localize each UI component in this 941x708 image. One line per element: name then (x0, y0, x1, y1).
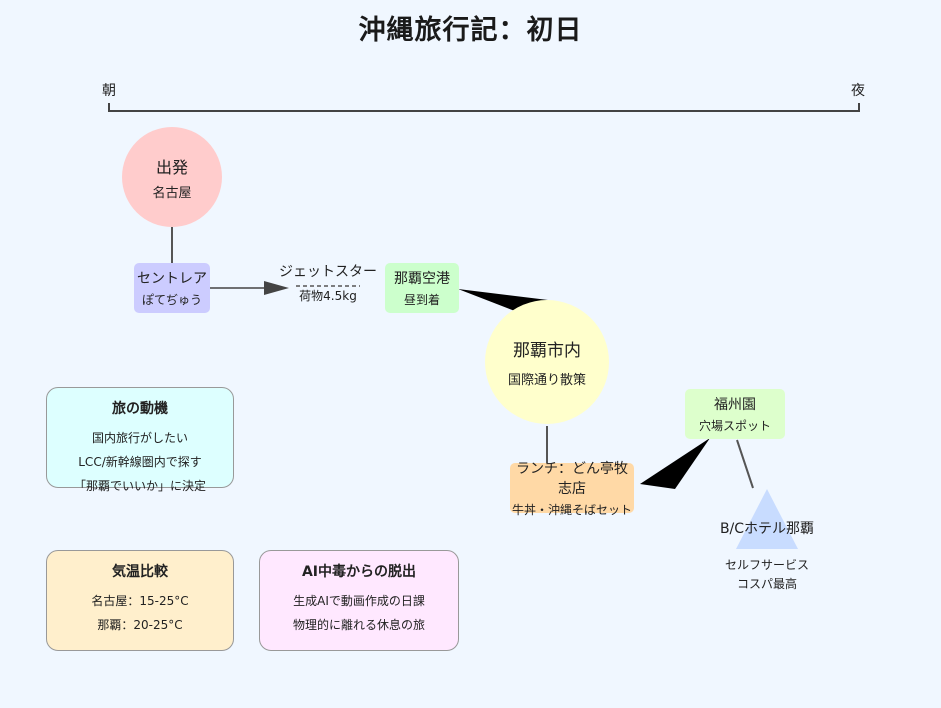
timeline-end-label: 夜 (851, 83, 865, 99)
arrowhead-jetstar (264, 281, 289, 295)
card-temperature: 気温比較 名古屋：15-25°C 那覇：20-25°C (46, 550, 234, 651)
card-motive-title: 旅の動機 (112, 401, 168, 417)
node-hotel-line2: コスパ最高 (736, 577, 797, 591)
node-naha-city-sub: 国際通り散策 (507, 373, 586, 388)
card-motive: 旅の動機 国内旅行がしたい LCC/新幹線圏内で探す 「那覇でいいか」に決定 (46, 387, 234, 493)
node-naha-airport: 那覇空港 昼到着 (385, 263, 459, 313)
card-motive-line: 国内旅行がしたい (91, 431, 188, 445)
node-centrair-title: セントレア (137, 271, 207, 287)
node-lunch: ランチ：どん亭牧志店 牛丼・沖縄そばセット (510, 461, 634, 517)
node-jetstar: ジェットスター 荷物4.5kg (270, 261, 386, 304)
node-fukushuen-sub: 穴場スポット (698, 419, 771, 433)
node-centrair: セントレア ぽてぢゅう (134, 263, 210, 313)
timeline-start-label: 朝 (102, 83, 116, 99)
node-fukushuen: 福州園 穴場スポット (685, 389, 785, 439)
link-lunch-fukushuen (640, 438, 710, 489)
page-title: 沖縄旅行記：初日 (358, 15, 583, 46)
card-temperature-line: 名古屋：15-25°C (91, 594, 189, 608)
node-naha-city-title: 那覇市内 (513, 341, 581, 361)
node-centrair-sub: ぽてぢゅう (141, 293, 202, 307)
card-temperature-title: 気温比較 (112, 564, 168, 580)
node-naha-city: 那覇市内 国際通り散策 (485, 300, 609, 424)
card-motive-line: LCC/新幹線圏内で探す (78, 455, 202, 469)
card-ai-escape: AI中毒からの脱出 生成AIで動画作成の日課 物理的に離れる休息の旅 (259, 550, 459, 651)
node-lunch-title: ランチ：どん亭牧志店 (516, 461, 628, 497)
node-departure-title: 出発 (155, 157, 188, 177)
node-jetstar-sub: 荷物4.5kg (299, 289, 357, 303)
node-departure-sub: 名古屋 (152, 185, 192, 201)
card-motive-line: 「那覇でいいか」に決定 (73, 479, 206, 493)
node-jetstar-title: ジェットスター (279, 264, 377, 280)
node-departure: 出発 名古屋 (122, 127, 222, 227)
card-ai-escape-line: 物理的に離れる休息の旅 (292, 618, 425, 632)
card-ai-escape-title: AI中毒からの脱出 (301, 564, 417, 580)
hotel-triangle-shape (736, 489, 798, 549)
timeline-axis (108, 103, 860, 112)
node-naha-airport-sub: 昼到着 (403, 293, 440, 307)
node-lunch-sub: 牛丼・沖縄そばセット (511, 503, 632, 517)
node-fukushuen-title: 福州園 (714, 397, 756, 413)
node-hotel-line1: セルフサービス (724, 558, 809, 572)
card-temperature-line: 那覇：20-25°C (97, 618, 183, 632)
node-naha-airport-title: 那覇空港 (394, 271, 450, 287)
link-fukushuen-hotel (736, 439, 754, 489)
card-ai-escape-line: 生成AIで動画作成の日課 (293, 594, 425, 608)
node-hotel-title: B/Cホテル那覇 (719, 521, 815, 537)
